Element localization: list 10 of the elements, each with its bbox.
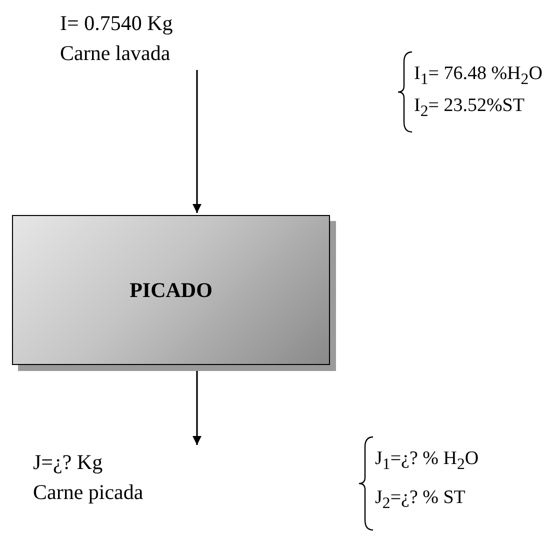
quantity-label: I= 0.7540 Kg (60, 10, 174, 37)
composition-label: J$_{2}$=¿? % ST (375, 486, 466, 514)
arrow (192, 70, 202, 213)
quantity-label: J=¿? Kg (33, 449, 104, 476)
composition-label: I$_{2}$= 23.52%ST (414, 94, 524, 122)
composition-label: J$_{1}$=¿? % H$_{2}$O (375, 447, 479, 475)
material-label: Carne picada (33, 479, 144, 506)
material-label: Carne lavada (60, 40, 172, 67)
process-title: PICADO (130, 277, 212, 304)
composition-label: I$_{1}$= 76.48 %H$_{2}$O (414, 62, 542, 90)
